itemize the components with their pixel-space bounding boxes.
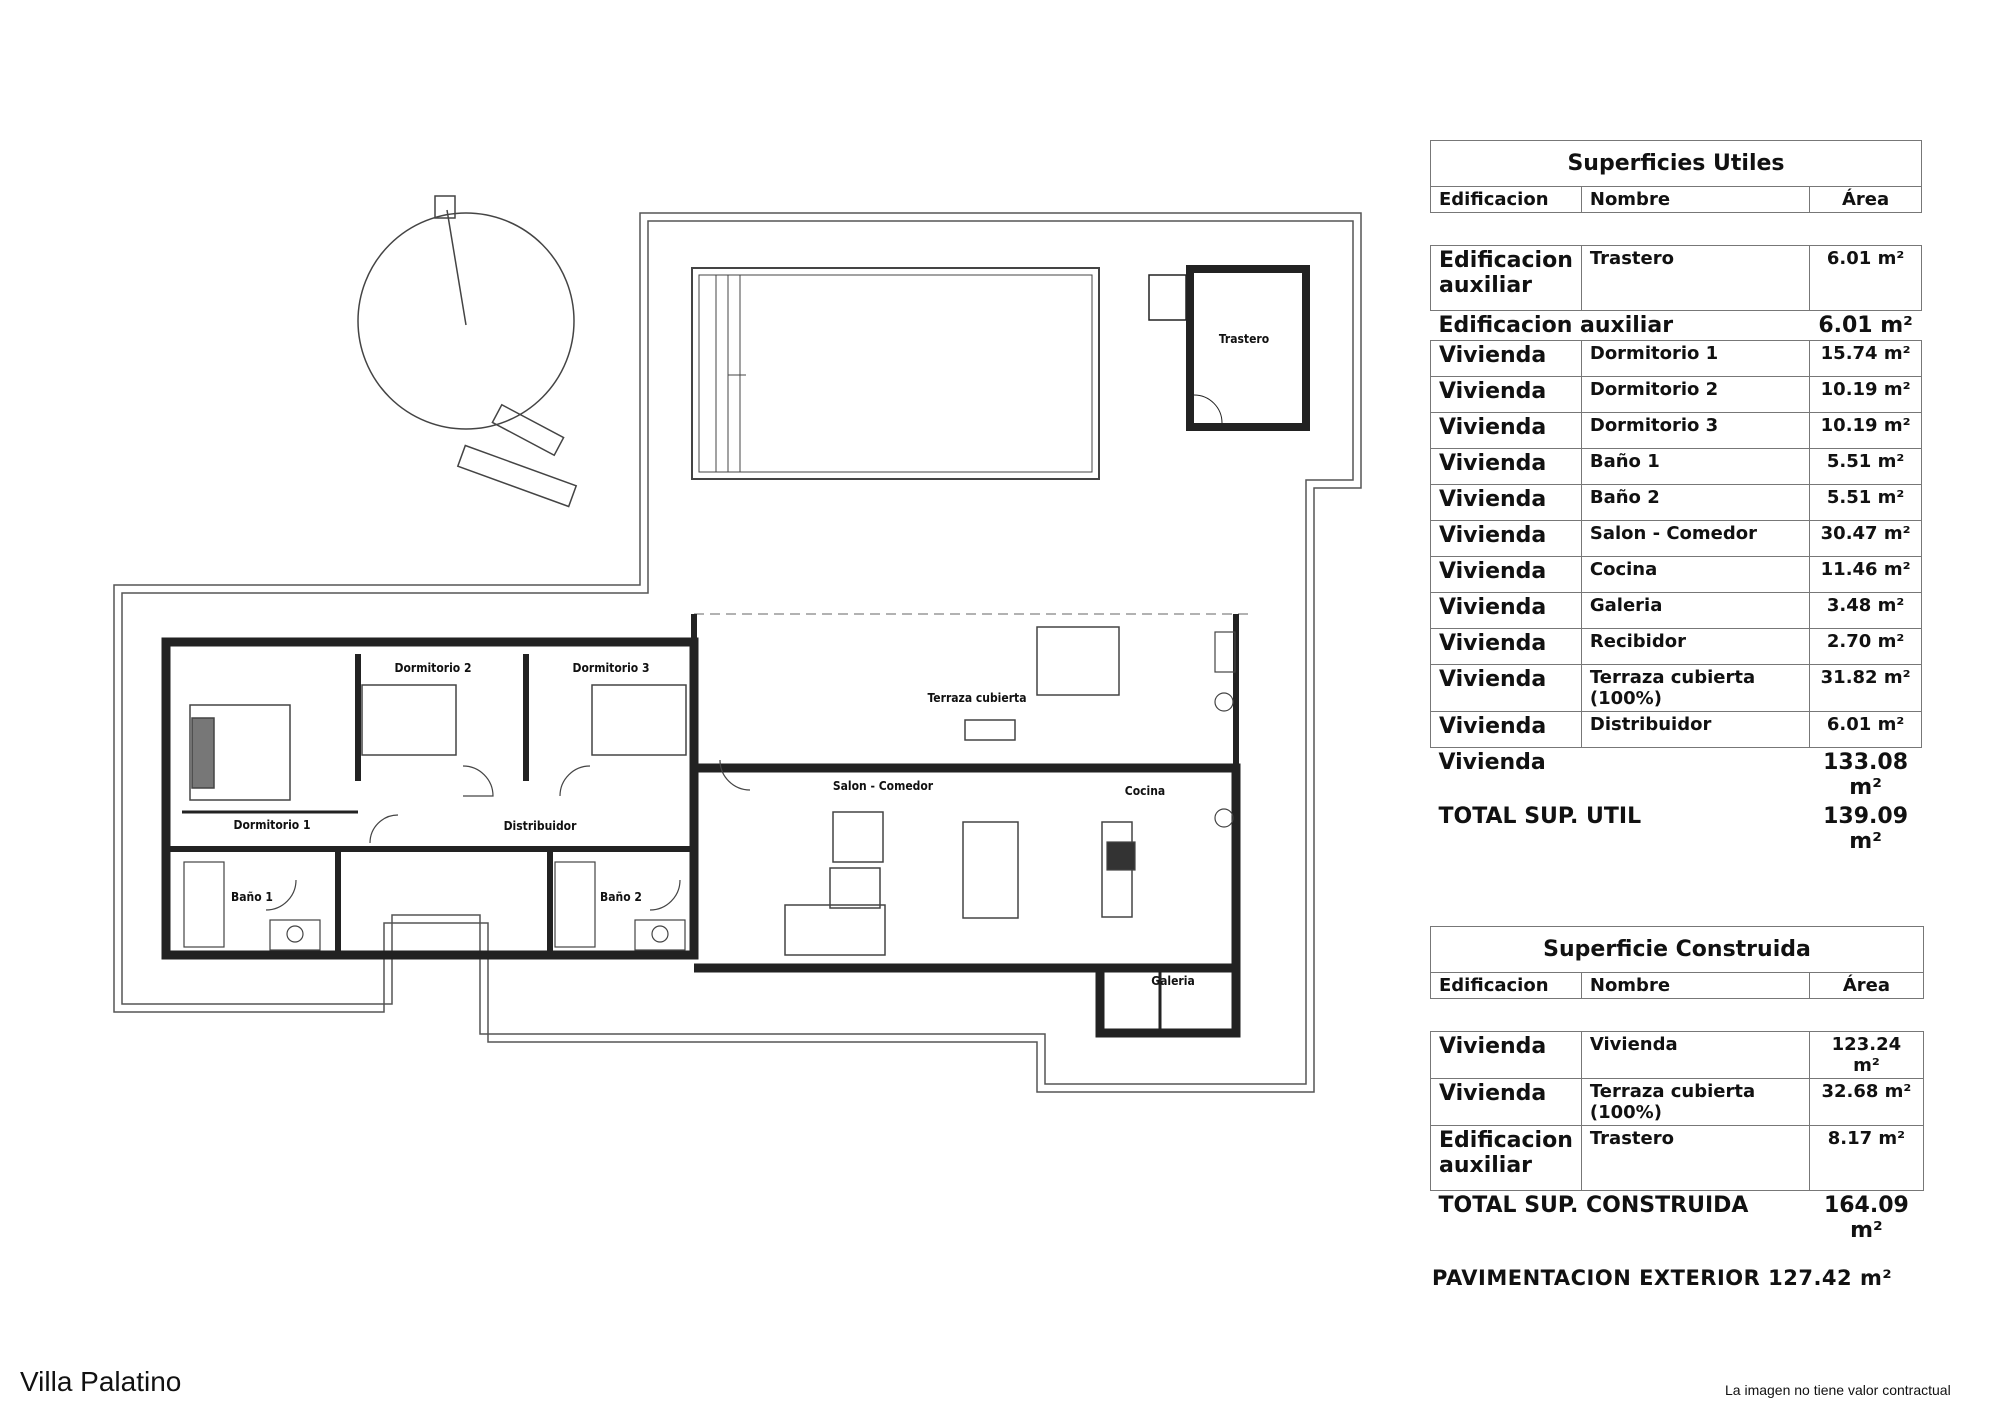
label-trastero: Trastero bbox=[1219, 332, 1269, 346]
superficie-construida-table: Superficie Construida Edificacion Nombre… bbox=[1430, 926, 1925, 1245]
utiles-header-area: Área bbox=[1809, 186, 1922, 213]
utiles-header-edificacion: Edificacion bbox=[1430, 186, 1582, 213]
label-salon-comedor: Salon - Comedor bbox=[833, 779, 934, 793]
label-distribuidor: Distribuidor bbox=[504, 819, 578, 833]
label-cocina: Cocina bbox=[1125, 784, 1165, 798]
umbrella bbox=[357, 195, 578, 508]
utiles-total: TOTAL SUP. UTIL 139.09 m² bbox=[1438, 804, 1909, 854]
pavimentacion-exterior: PAVIMENTACION EXTERIOR 127.42 m² bbox=[1432, 1266, 1893, 1290]
construida-aux-nombre: Trastero bbox=[1580, 1125, 1810, 1191]
label-galeria: Galeria bbox=[1151, 974, 1194, 988]
floor-plan: Dormitorio 2 Dormitorio 3 Dormitorio 1 D… bbox=[113, 195, 1362, 1093]
label-terraza-cubierta: Terraza cubierta bbox=[928, 691, 1027, 705]
label-bano-2: Baño 2 bbox=[600, 890, 642, 904]
house-walls bbox=[161, 637, 1241, 1038]
utiles-title: Superficies Utiles bbox=[1430, 140, 1922, 187]
construida-header-area: Área bbox=[1808, 972, 1925, 999]
superficies-utiles-table: Superficies Utiles Edificacion Nombre Ár… bbox=[1430, 140, 1922, 856]
label-bano-1: Baño 1 bbox=[231, 890, 273, 904]
label-dormitorio-3: Dormitorio 3 bbox=[573, 661, 650, 675]
beds bbox=[189, 684, 687, 801]
construida-title: Superficie Construida bbox=[1430, 926, 1924, 973]
utiles-aux-area: 6.01 m² bbox=[1809, 245, 1922, 311]
construida-total: TOTAL SUP. CONSTRUIDA 164.09 m² bbox=[1438, 1193, 1909, 1243]
utiles-aux-total: Edificacion auxiliar 6.01 m² bbox=[1438, 313, 1913, 338]
utiles-vivienda-total: Vivienda 133.08 m² bbox=[1438, 750, 1909, 800]
plot-outline bbox=[113, 212, 1362, 1093]
construida-header-edificacion: Edificacion bbox=[1430, 972, 1582, 999]
construida-header-nombre: Nombre bbox=[1580, 972, 1810, 999]
disclaimer: La imagen no tiene valor contractual bbox=[1725, 1382, 1951, 1398]
label-dormitorio-2: Dormitorio 2 bbox=[395, 661, 472, 675]
utiles-header-nombre: Nombre bbox=[1580, 186, 1811, 213]
construida-aux-area: 8.17 m² bbox=[1808, 1125, 1925, 1191]
brand-name: Villa Palatino bbox=[20, 1366, 182, 1397]
pool bbox=[691, 267, 1100, 480]
trastero-building bbox=[1148, 265, 1310, 431]
label-dormitorio-1: Dormitorio 1 bbox=[234, 818, 311, 832]
utiles-aux-nombre: Trastero bbox=[1580, 245, 1811, 311]
